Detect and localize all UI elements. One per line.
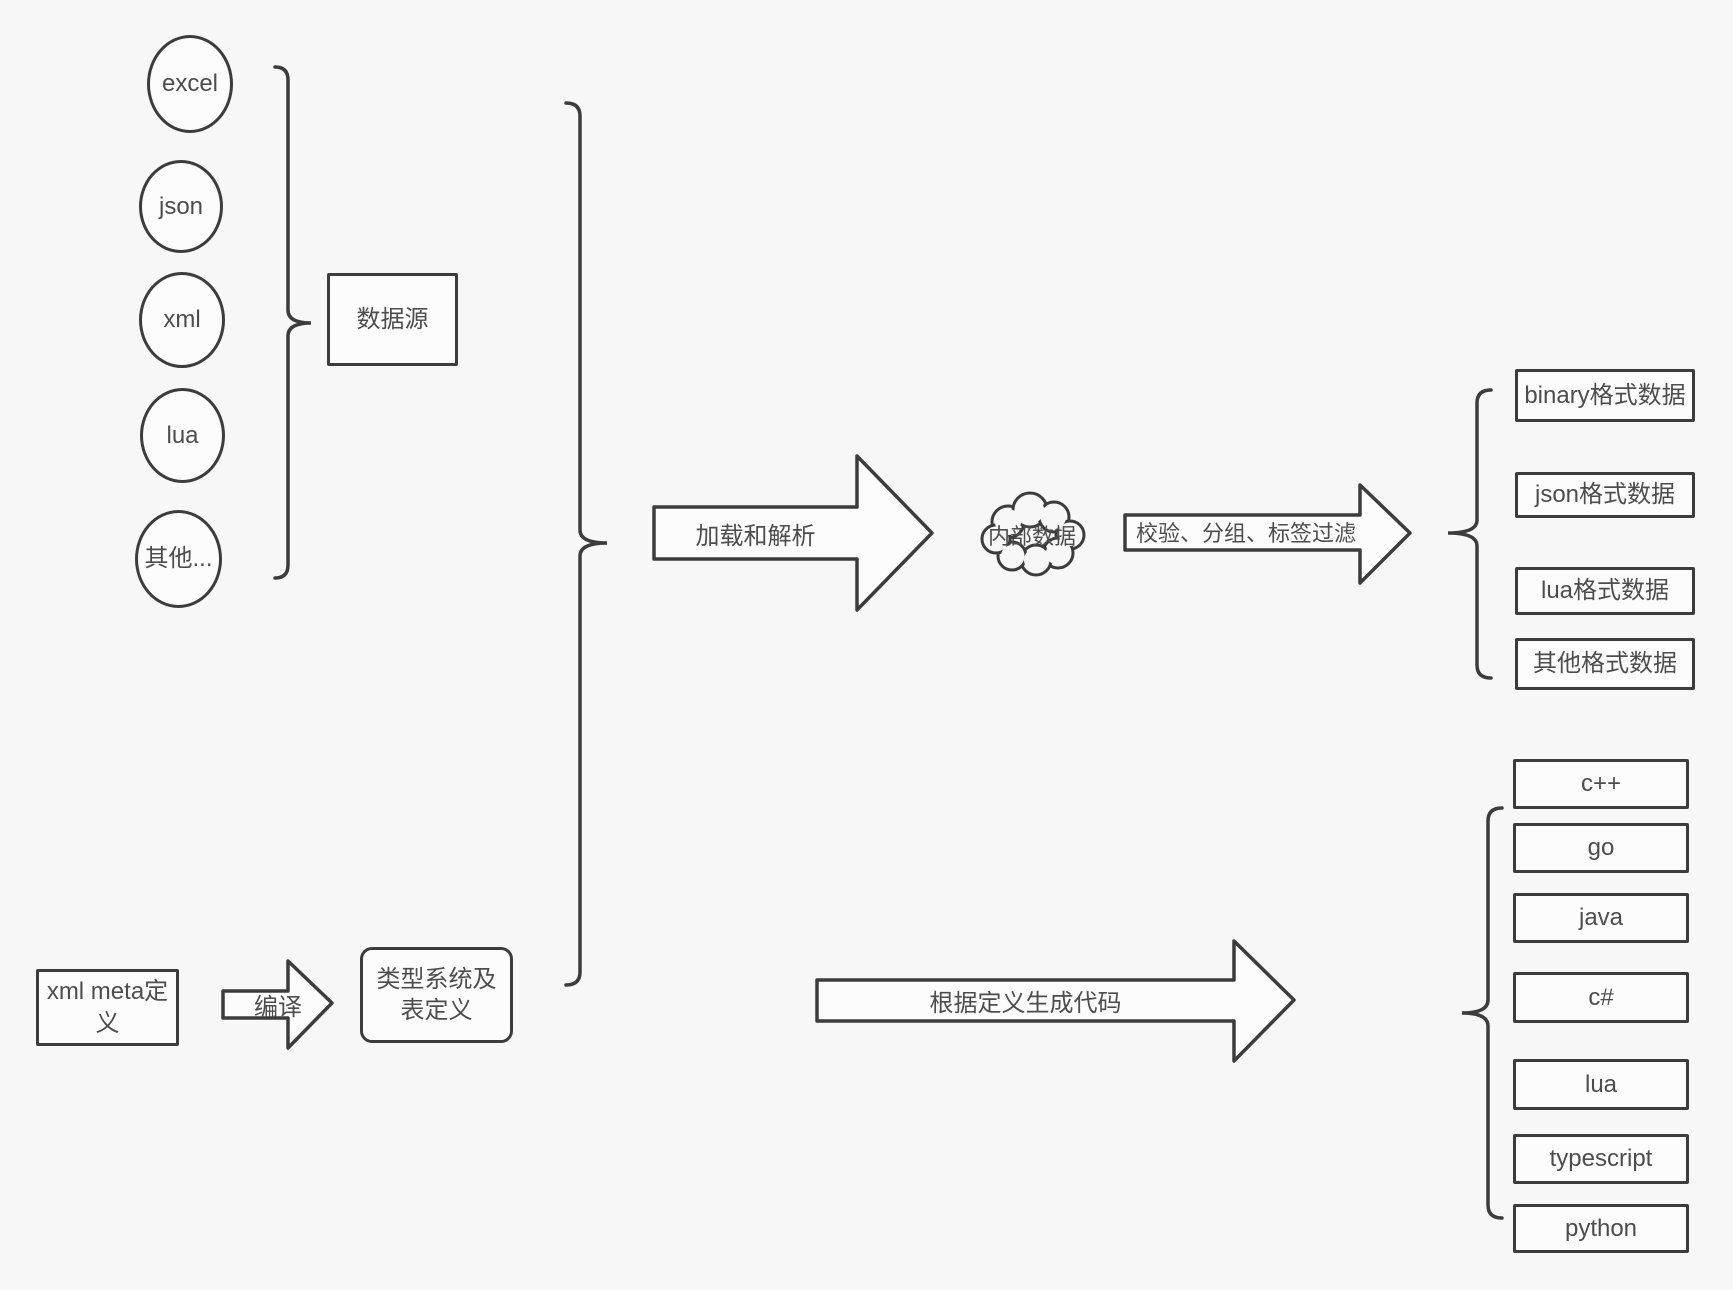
node-format-lua[interactable]: lua格式数据 [1515,567,1695,615]
node-lang-go[interactable]: go [1513,823,1689,873]
arrow-compile-label: 编译 [254,993,302,1021]
node-source-other[interactable]: 其他... [135,510,222,608]
curly-brace-languages[interactable] [1461,806,1504,1220]
node-source-excel[interactable]: excel [147,35,233,133]
node-format-json[interactable]: json格式数据 [1515,472,1695,518]
node-lang-lua[interactable]: lua [1513,1059,1689,1110]
curly-brace-sources[interactable] [273,65,312,580]
node-data-source-group[interactable]: 数据源 [327,273,458,366]
node-format-binary[interactable]: binary格式数据 [1515,369,1695,422]
node-source-xml[interactable]: xml [139,272,225,368]
arrow-generate-code-label: 根据定义生成代码 [929,990,1122,1017]
curly-brace-data-formats[interactable] [1447,388,1493,680]
node-lang-python[interactable]: python [1513,1204,1689,1253]
arrow-load-parse-label: 加载和解析 [695,522,816,550]
arrow-compile[interactable] [221,959,334,1050]
node-lang-csharp[interactable]: c# [1513,972,1689,1023]
node-lang-typescript[interactable]: typescript [1513,1134,1689,1184]
arrow-generate-code[interactable] [815,939,1296,1063]
arrow-filter-label: 校验、分组、标签过滤 [1135,521,1356,546]
curly-brace-parse-input[interactable] [564,101,608,987]
node-lang-cpp[interactable]: c++ [1513,759,1689,809]
cloud-internal-data[interactable] [980,491,1086,577]
node-source-json[interactable]: json [139,160,223,253]
node-lang-java[interactable]: java [1513,893,1689,943]
node-format-other[interactable]: 其他格式数据 [1515,638,1695,690]
node-type-system-definition[interactable]: 类型系统及表定义 [360,947,513,1043]
node-xml-meta-definition[interactable]: xml meta定义 [36,969,179,1046]
arrow-filter[interactable] [1123,483,1412,585]
arrow-load-parse[interactable] [652,454,934,612]
node-source-lua[interactable]: lua [140,388,225,483]
cloud-internal-data-label: 内部数据 [987,524,1076,549]
